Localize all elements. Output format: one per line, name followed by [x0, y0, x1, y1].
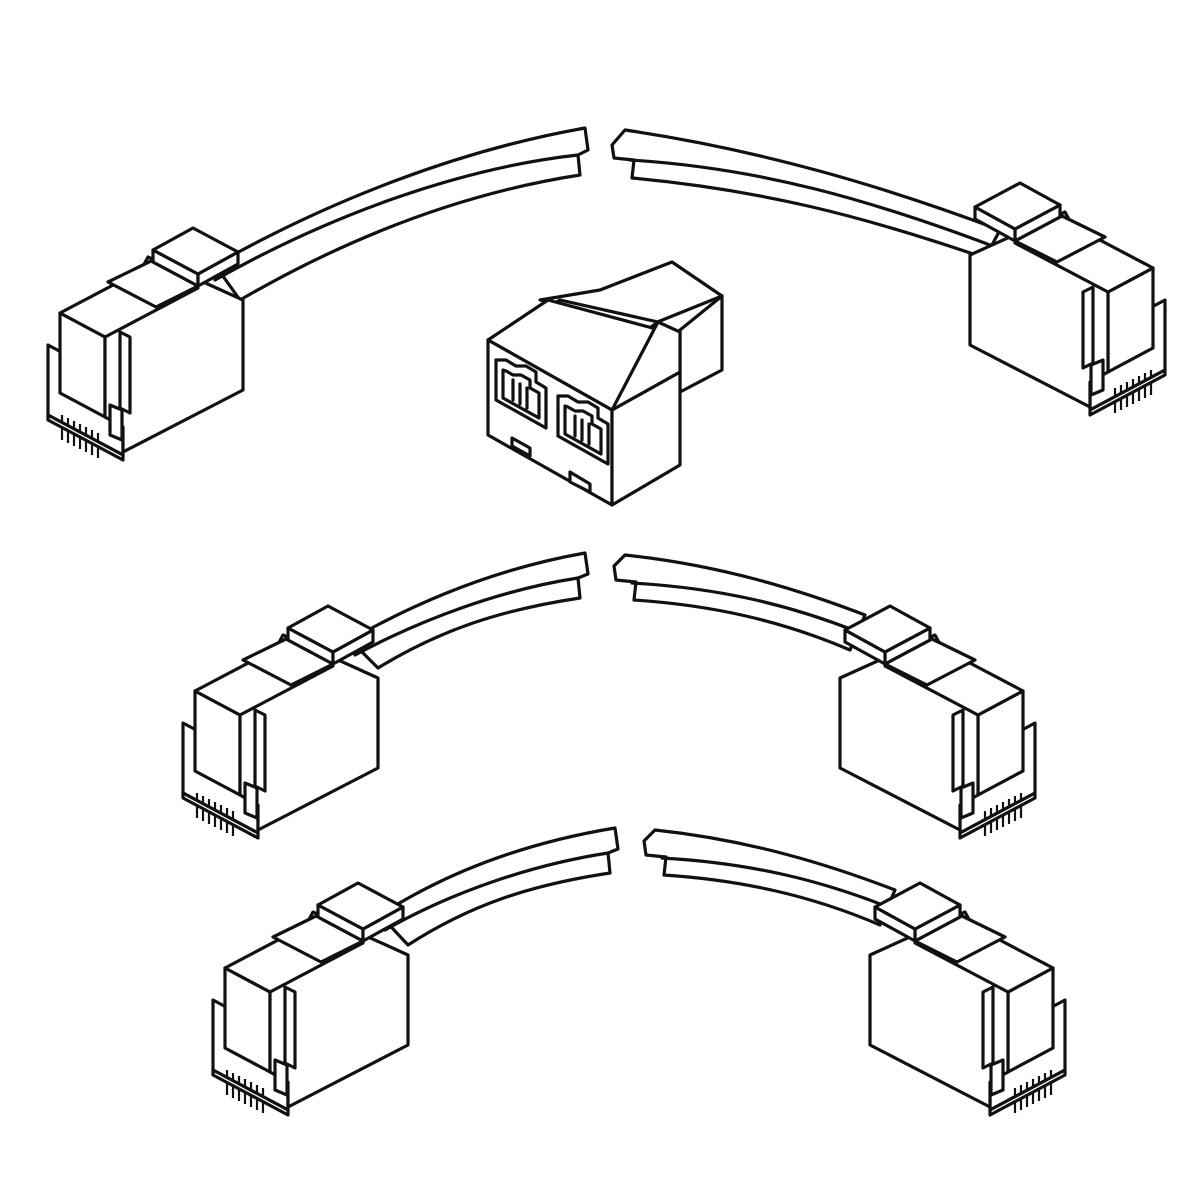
rj-plug-right: [870, 883, 1065, 1115]
cable-3: [211, 826, 1065, 1117]
rj-plug-left: [211, 881, 410, 1117]
rj-plug-left: [181, 604, 380, 840]
rj-plug-left: [46, 226, 245, 462]
cable-left-segment: [213, 126, 590, 302]
cable-left-segment: [348, 551, 590, 670]
cable-right-segment: [612, 553, 867, 652]
rj-plug-right: [970, 183, 1165, 415]
rj-plug-right: [840, 606, 1035, 838]
splitter-port-1: [494, 358, 548, 430]
cable-right-segment: [610, 128, 1002, 260]
cable-2: [181, 551, 1035, 840]
splitter-port-2: [556, 394, 610, 466]
cable-1: [46, 126, 1165, 462]
cable-right-segment: [642, 828, 897, 927]
cable-left-segment: [378, 826, 620, 947]
splitter: [486, 260, 724, 507]
